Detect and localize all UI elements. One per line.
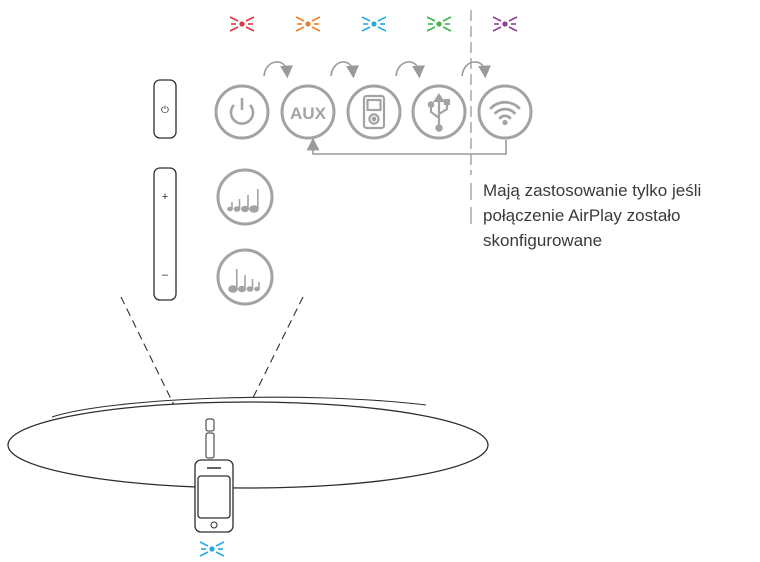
volume-rocker[interactable]: + – xyxy=(153,167,177,301)
power-button[interactable] xyxy=(214,84,270,140)
indicator-light-power xyxy=(229,16,255,32)
indicator-light-airplay xyxy=(492,16,518,32)
volume-down-icon xyxy=(228,269,260,293)
indicator-light-aux xyxy=(295,16,321,32)
ipod-icon xyxy=(362,94,386,130)
docked-iphone xyxy=(194,459,234,533)
volume-up-icon xyxy=(227,189,259,213)
speaker-body xyxy=(7,401,489,489)
power-icon xyxy=(229,98,255,125)
ipod-button[interactable] xyxy=(346,84,402,140)
usb-button[interactable] xyxy=(411,84,467,140)
speaker xyxy=(7,396,489,489)
volume-down-button[interactable] xyxy=(216,248,274,306)
wifi-icon xyxy=(489,100,521,126)
power-side-button[interactable]: ⏻ xyxy=(153,79,177,139)
volume-up-button[interactable] xyxy=(216,168,274,226)
airplay-button[interactable] xyxy=(477,84,533,140)
airplay-note: Mają zastosowanie tylko jeśli połączenie… xyxy=(483,178,753,253)
airplay-note-line-2: połączenie AirPlay zostało xyxy=(483,206,681,225)
speaker-top xyxy=(51,396,427,418)
indicator-light-ipod xyxy=(361,16,387,32)
dock-indicator-light xyxy=(199,541,225,557)
volume-plus-symbol: + xyxy=(162,191,168,203)
volume-minus-symbol: – xyxy=(162,269,169,281)
usb-icon xyxy=(427,93,451,132)
power-side-symbol: ⏻ xyxy=(161,105,169,116)
aux-button[interactable]: AUX xyxy=(280,84,336,140)
airplay-note-line-1: Mają zastosowanie tylko jeśli xyxy=(483,181,702,200)
speaker-control-strip xyxy=(205,418,215,459)
airplay-note-line-3: skonfigurowane xyxy=(483,231,603,250)
indicator-light-usb xyxy=(426,16,452,32)
cycle-arrows xyxy=(263,61,491,79)
aux-icon: AUX xyxy=(290,104,327,123)
return-loop-arrow xyxy=(306,137,507,155)
